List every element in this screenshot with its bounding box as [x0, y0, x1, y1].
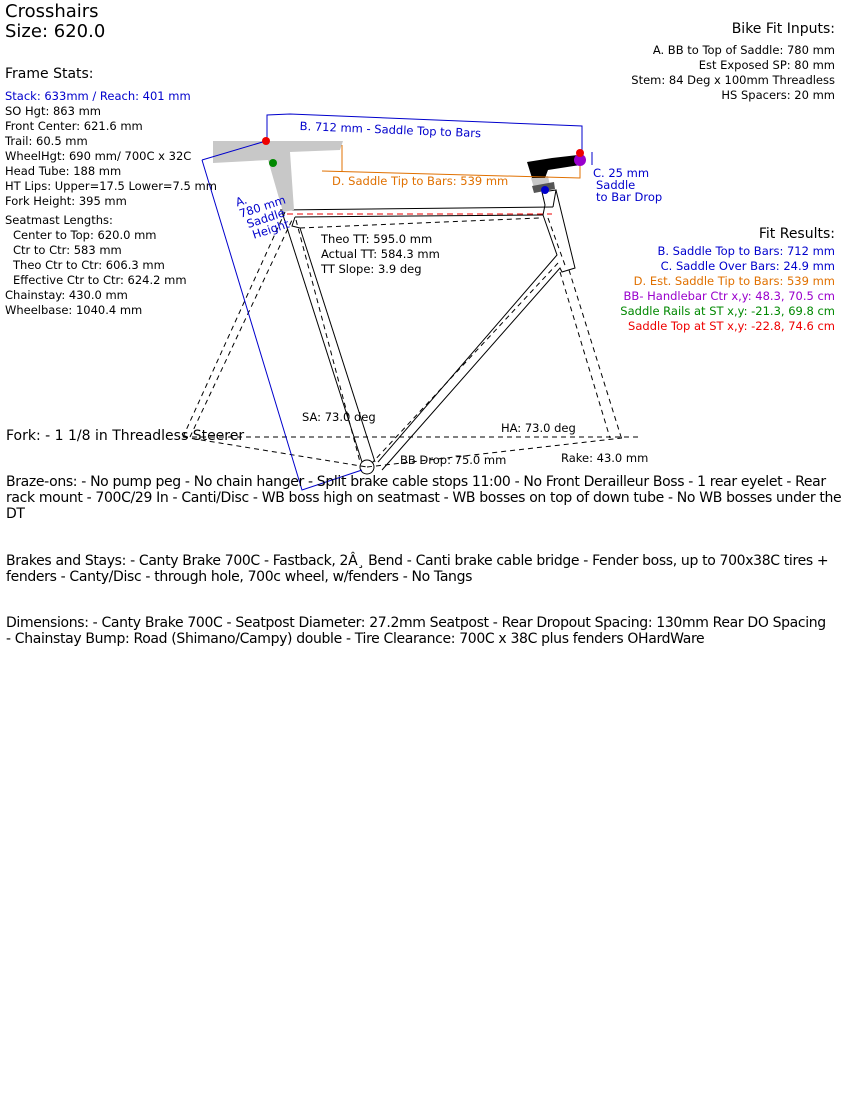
seat-tube-right: [299, 227, 376, 463]
saddle-and-seatpost: [213, 141, 343, 212]
saddle-height-line: [201, 159, 363, 491]
bottom-bracket: [359, 459, 375, 475]
dimensions-note: Dimensions: - Canty Brake 700C - Seatpos…: [6, 615, 826, 647]
saddle-to-bars-line: [266, 113, 583, 155]
fit-result: C. Saddle Over Bars: 24.9 mm: [660, 259, 835, 273]
brakes-stays-note: Brakes and Stays: - Canty Brake 700C - F…: [6, 553, 829, 585]
bb-to-front-axle: [366, 437, 623, 468]
saddle-bar-drop-label: C. 25 mm Saddle to Bar Drop: [593, 166, 663, 204]
chainstay: [182, 436, 368, 468]
seatmast-stat: Center to Top: 620.0 mm: [13, 228, 157, 242]
fit-result: BB- Handlebar Ctr x,y: 48.3, 70.5 cm: [623, 289, 835, 303]
stat: Front Center: 621.6 mm: [5, 119, 143, 133]
top-tube-stats: Theo TT: 595.0 mm Actual TT: 584.3 mm TT…: [321, 232, 440, 276]
head-tube-centerline: [547, 217, 567, 269]
fit-inputs-list: A. BB to Top of Saddle: 780 mm Est Expos…: [631, 43, 835, 103]
fork-line: [568, 269, 623, 441]
a-line-top: [201, 140, 267, 161]
stat: SO Hgt: 863 mm: [5, 104, 102, 118]
steering-axis: [559, 271, 611, 439]
head-angle: HA: 73.0 deg: [501, 421, 576, 435]
fit-input: Est Exposed SP: 80 mm: [698, 58, 835, 72]
stem: [527, 155, 580, 178]
frame-stats-heading: Frame Stats:: [5, 66, 94, 82]
frame-tubes: [279, 189, 576, 471]
down-tube-centerline: [371, 262, 559, 464]
top-tube-outer: [279, 206, 554, 211]
seatmast-stat: Theo Ctr to Ctr: 606.3 mm: [13, 258, 165, 272]
frame-size: Size: 620.0: [5, 21, 106, 42]
saddle-top-point: [262, 137, 270, 145]
fit-result: B. Saddle Top to Bars: 712 mm: [657, 244, 835, 258]
saddle-tip-label: D. Saddle Tip to Bars: 539 mm: [332, 174, 509, 188]
handlebar-center-point: [574, 154, 586, 166]
bb-drop: BB Drop: 75.0 mm: [400, 453, 507, 467]
fit-input: A. BB to Top of Saddle: 780 mm: [652, 43, 835, 57]
braze-ons-note: Braze-ons: - No pump peg - No chain hang…: [6, 474, 842, 522]
stat: WheelHgt: 690 mm/ 700C x 32C: [5, 149, 192, 163]
stat: Chainstay: 430.0 mm: [5, 288, 128, 302]
bar-top-point: [576, 149, 584, 157]
fit-result: Saddle Rails at ST x,y: -21.3, 69.8 cm: [620, 304, 835, 318]
stat: Head Tube: 188 mm: [5, 164, 122, 178]
saddle-rails-point: [269, 159, 277, 167]
stat: HT Lips: Upper=17.5 Lower=7.5 mm: [5, 179, 217, 193]
fit-input: Stem: 84 Deg x 100mm Threadless: [631, 73, 835, 87]
stack-reach: Stack: 633mm / Reach: 401 mm: [5, 89, 191, 103]
fit-results-heading: Fit Results:: [758, 226, 835, 242]
seatmast-stat: Ctr to Ctr: 583 mm: [13, 243, 122, 257]
seatmast-stat: Effective Ctr to Ctr: 624.2 mm: [13, 273, 187, 287]
fit-result: Saddle Top at ST x,y: -22.8, 74.6 cm: [628, 319, 835, 333]
seatmast-heading: Seatmast Lengths:: [5, 213, 113, 227]
fork-note: Fork: - 1 1/8 in Threadless Steerer: [6, 428, 245, 444]
fit-results-list: B. Saddle Top to Bars: 712 mm C. Saddle …: [620, 244, 835, 334]
fit-input: HS Spacers: 20 mm: [721, 88, 835, 102]
seat-cluster: [291, 216, 301, 229]
fit-result: D. Est. Saddle Tip to Bars: 539 mm: [633, 274, 835, 288]
model-title: Crosshairs: [5, 1, 99, 22]
top-tube-centerline: [299, 217, 541, 229]
frame-stats-list: SO Hgt: 863 mm Front Center: 621.6 mm Tr…: [5, 104, 217, 318]
head-tube-right: [381, 189, 576, 471]
stat: Wheelbase: 1040.4 mm: [5, 303, 143, 317]
headset-point: [541, 186, 549, 194]
fork-rake: Rake: 43.0 mm: [561, 451, 649, 465]
fit-inputs-heading: Bike Fit Inputs:: [731, 21, 835, 37]
stat: Trail: 60.5 mm: [5, 134, 88, 148]
seat-angle: SA: 73.0 deg: [302, 410, 376, 424]
top-tube-inner: [294, 214, 544, 218]
seat-tube-left: [281, 211, 363, 463]
stat: Fork Height: 395 mm: [5, 194, 127, 208]
seatstay-inner: [189, 219, 293, 438]
